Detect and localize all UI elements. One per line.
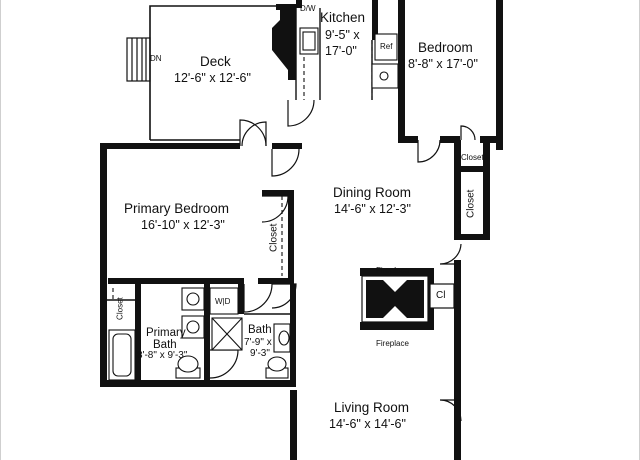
deck-stair-label: DN [150, 54, 162, 63]
cl-label: Cl [436, 290, 446, 301]
fireplace-label-bottom: Fireplace [376, 339, 409, 348]
kitchen-fixtures [299, 27, 399, 89]
fireplace-hearth [361, 275, 455, 323]
deck-stairs [126, 37, 151, 82]
primary-bath-name-line2: Bath [153, 339, 177, 351]
deck-outline [149, 5, 278, 141]
bath-dim-line1: 7'-9" x [244, 337, 272, 348]
closet-right-vertical-label: Closet [465, 189, 477, 218]
dining-room-dimensions: 14'-6" x 12'-3" [334, 202, 411, 216]
door-swings [209, 99, 476, 422]
dining-room-name: Dining Room [333, 185, 412, 200]
dishwasher-label: D/W [300, 4, 316, 13]
washer-dryer-label: W|D [215, 297, 231, 306]
living-room-name: Living Room [334, 400, 410, 415]
closet-left-label: Closet [115, 297, 125, 320]
kitchen-name: Kitchen [320, 10, 366, 25]
bath-fixtures [108, 287, 291, 381]
walls [100, 0, 503, 460]
deck-name: Deck [200, 54, 231, 69]
kitchen-dim-line1: 9'-5" x [325, 28, 360, 42]
deck-dimensions: 12'-6" x 12'-6" [174, 71, 251, 85]
bedroom-dimensions: 8'-8" x 17'-0" [408, 57, 478, 71]
primary-bedroom-dimensions: 16'-10" x 12'-3" [141, 218, 225, 232]
closet-right-top-label: Closet [461, 153, 484, 162]
living-room-dimensions: 14'-6" x 14'-6" [329, 417, 406, 431]
bath-name: Bath [248, 324, 272, 336]
bath-dim-line2: 9'-3" [250, 348, 270, 359]
closet-rails [112, 40, 460, 300]
fireplace-label-top: Fireplace [376, 266, 409, 275]
kitchen-dim-line2: 17'-0" [325, 44, 357, 58]
primary-bath-dimensions: 8'-8" x 9'-3" [137, 350, 188, 361]
closet-primary-label: Closet [268, 223, 280, 252]
bedroom-name: Bedroom [418, 40, 473, 55]
refrigerator-label: Ref [380, 42, 393, 51]
primary-bedroom-name: Primary Bedroom [124, 201, 230, 216]
primary-bath-name-line1: Primary [146, 327, 186, 339]
